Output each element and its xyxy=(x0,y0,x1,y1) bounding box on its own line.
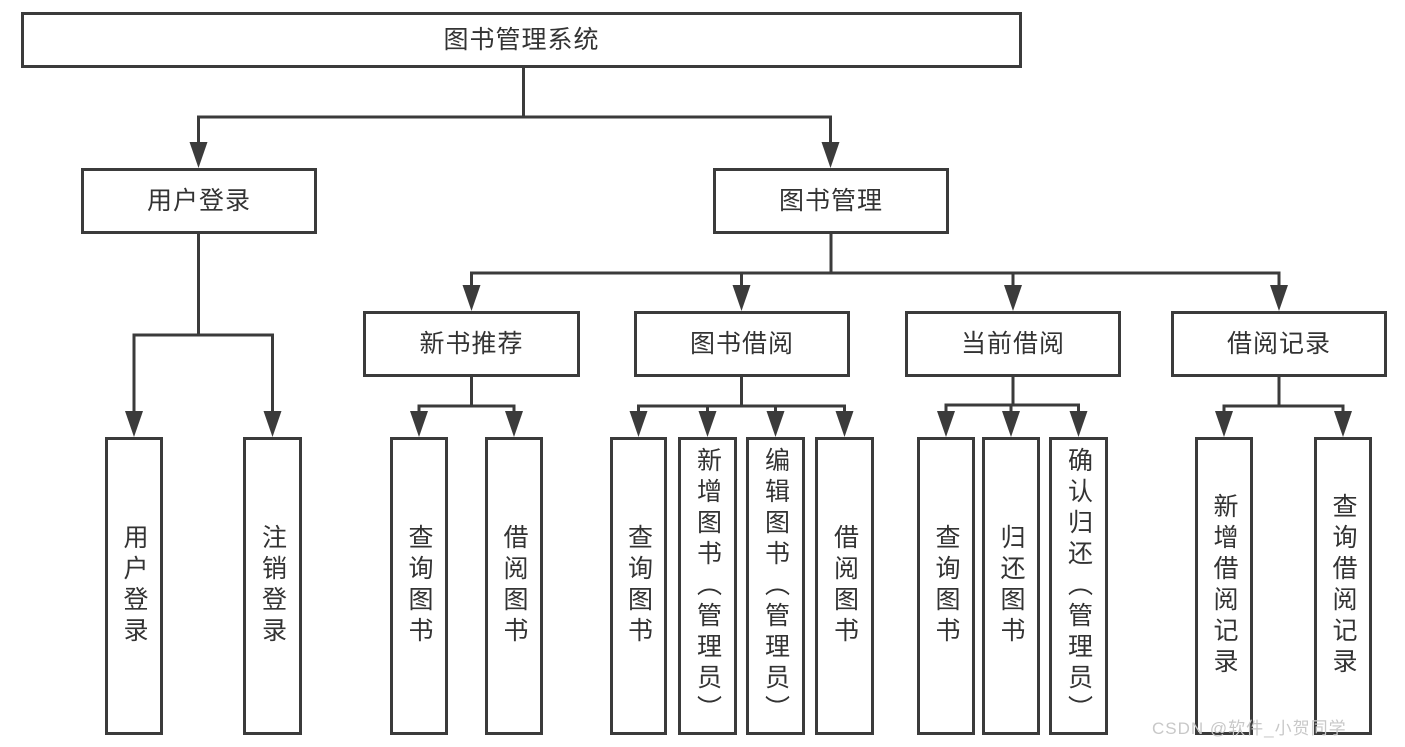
node-current-borrow: 当前借阅 xyxy=(905,311,1121,377)
leaf-user-login: 用户登录 xyxy=(105,437,163,735)
arrowheads xyxy=(125,142,1352,437)
leaf-recommend-borrow-book: 借阅图书 xyxy=(485,437,543,735)
leaf-record-query-record: 查询借阅记录 xyxy=(1314,437,1372,735)
leaf-current-query-book: 查询图书 xyxy=(917,437,975,735)
node-book-management: 图书管理 xyxy=(713,168,949,234)
leaf-record-add-record: 新增借阅记录 xyxy=(1195,437,1253,735)
node-book-borrow: 图书借阅 xyxy=(634,311,850,377)
leaf-current-return-book: 归还图书 xyxy=(982,437,1040,735)
leaf-borrow-query-book: 查询图书 xyxy=(610,437,667,735)
leaf-borrow-borrow-book: 借阅图书 xyxy=(815,437,874,735)
node-new-book-recommend: 新书推荐 xyxy=(363,311,580,377)
leaf-recommend-query-book: 查询图书 xyxy=(390,437,448,735)
node-root: 图书管理系统 xyxy=(21,12,1022,68)
node-borrow-record: 借阅记录 xyxy=(1171,311,1387,377)
leaf-borrow-add-book: 新增图书（管理员） xyxy=(678,437,737,735)
leaf-current-confirm-return: 确认归还（管理员） xyxy=(1049,437,1108,735)
leaf-logout: 注销登录 xyxy=(243,437,302,735)
csdn-watermark: CSDN @软件_小贺同学 xyxy=(1152,719,1347,738)
leaf-borrow-edit-book: 编辑图书（管理员） xyxy=(746,437,805,735)
node-user-login-branch: 用户登录 xyxy=(81,168,317,234)
